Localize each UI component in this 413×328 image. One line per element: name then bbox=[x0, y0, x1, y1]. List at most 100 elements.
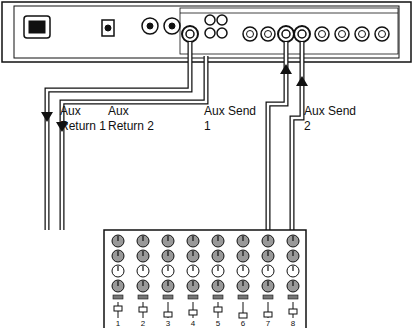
knob bbox=[262, 235, 274, 247]
fader-cap bbox=[239, 313, 247, 318]
knob bbox=[187, 280, 199, 292]
fader-cap bbox=[139, 307, 147, 312]
knob bbox=[212, 250, 224, 262]
knob bbox=[237, 265, 249, 277]
rack-unit bbox=[2, 2, 411, 62]
knob-pointer bbox=[192, 236, 193, 241]
fader-cap bbox=[214, 307, 222, 312]
knob bbox=[137, 250, 149, 262]
knob-pointer bbox=[117, 251, 118, 256]
knob bbox=[187, 265, 199, 277]
knob-pointer bbox=[292, 281, 293, 286]
button bbox=[188, 295, 198, 299]
knob bbox=[137, 280, 149, 292]
knob-pointer bbox=[192, 281, 193, 286]
knob bbox=[212, 280, 224, 292]
knob-pointer bbox=[217, 251, 218, 256]
mixer bbox=[104, 230, 306, 328]
cable-label: Aux Return 2 bbox=[108, 104, 162, 134]
knob bbox=[262, 265, 274, 277]
knob bbox=[237, 250, 249, 262]
arrowhead bbox=[280, 64, 292, 74]
knob-pointer bbox=[242, 251, 243, 256]
knob-pointer bbox=[167, 236, 168, 241]
knob-pointer bbox=[167, 266, 168, 271]
knob bbox=[162, 235, 174, 247]
knob-pointer bbox=[292, 251, 293, 256]
knob-pointer bbox=[242, 281, 243, 286]
knob bbox=[212, 265, 224, 277]
knob bbox=[112, 235, 124, 247]
cable-core bbox=[292, 42, 302, 230]
button bbox=[138, 295, 148, 299]
knob-pointer bbox=[142, 266, 143, 271]
channel-number: 6 bbox=[237, 319, 249, 328]
knob-pointer bbox=[192, 251, 193, 256]
fader-cap bbox=[264, 312, 272, 317]
cable-core bbox=[47, 42, 190, 230]
channel-number: 1 bbox=[112, 319, 124, 328]
cable-core bbox=[62, 56, 206, 230]
fader-cap bbox=[289, 309, 297, 314]
channel-number: 3 bbox=[162, 319, 174, 328]
knob-pointer bbox=[267, 281, 268, 286]
knob bbox=[262, 250, 274, 262]
channel-number: 2 bbox=[137, 319, 149, 328]
cable-label: Aux Return 1 bbox=[60, 104, 114, 134]
knob-pointer bbox=[267, 251, 268, 256]
knob-pointer bbox=[117, 236, 118, 241]
knob bbox=[137, 265, 149, 277]
fader-cap bbox=[164, 312, 172, 317]
knob-pointer bbox=[142, 281, 143, 286]
arrowhead bbox=[41, 112, 53, 122]
knob-pointer bbox=[217, 236, 218, 241]
knob-pointer bbox=[117, 266, 118, 271]
knob-pointer bbox=[242, 266, 243, 271]
channel-number: 8 bbox=[287, 319, 299, 328]
knob bbox=[287, 250, 299, 262]
cables bbox=[41, 42, 308, 230]
knob bbox=[112, 250, 124, 262]
knob bbox=[262, 280, 274, 292]
knob bbox=[212, 235, 224, 247]
knob-pointer bbox=[267, 266, 268, 271]
knob-pointer bbox=[117, 281, 118, 286]
knob bbox=[137, 235, 149, 247]
knob bbox=[287, 235, 299, 247]
knob-pointer bbox=[142, 251, 143, 256]
knob bbox=[112, 265, 124, 277]
fader-cap bbox=[114, 306, 122, 311]
knob bbox=[237, 235, 249, 247]
button bbox=[113, 295, 123, 299]
knob bbox=[112, 280, 124, 292]
knob bbox=[187, 235, 199, 247]
channel-number: 7 bbox=[262, 319, 274, 328]
cable bbox=[292, 42, 302, 230]
button bbox=[288, 295, 298, 299]
cable bbox=[62, 56, 206, 230]
knob-pointer bbox=[292, 266, 293, 271]
knob-pointer bbox=[217, 266, 218, 271]
knob-pointer bbox=[192, 266, 193, 271]
knob-pointer bbox=[167, 251, 168, 256]
button bbox=[263, 295, 273, 299]
cable-label: Aux Send 1 bbox=[204, 104, 258, 134]
button bbox=[213, 295, 223, 299]
knob-pointer bbox=[167, 281, 168, 286]
fader-cap bbox=[189, 310, 197, 315]
knob bbox=[162, 265, 174, 277]
knob-pointer bbox=[292, 236, 293, 241]
knob bbox=[237, 280, 249, 292]
knob bbox=[287, 280, 299, 292]
button bbox=[238, 295, 248, 299]
channel-number: 5 bbox=[212, 319, 224, 328]
knob bbox=[187, 250, 199, 262]
knob-pointer bbox=[142, 236, 143, 241]
channel-number: 4 bbox=[187, 319, 199, 328]
knob-pointer bbox=[242, 236, 243, 241]
knob bbox=[162, 280, 174, 292]
cable-label: Aux Send 2 bbox=[304, 104, 358, 134]
knob bbox=[287, 265, 299, 277]
